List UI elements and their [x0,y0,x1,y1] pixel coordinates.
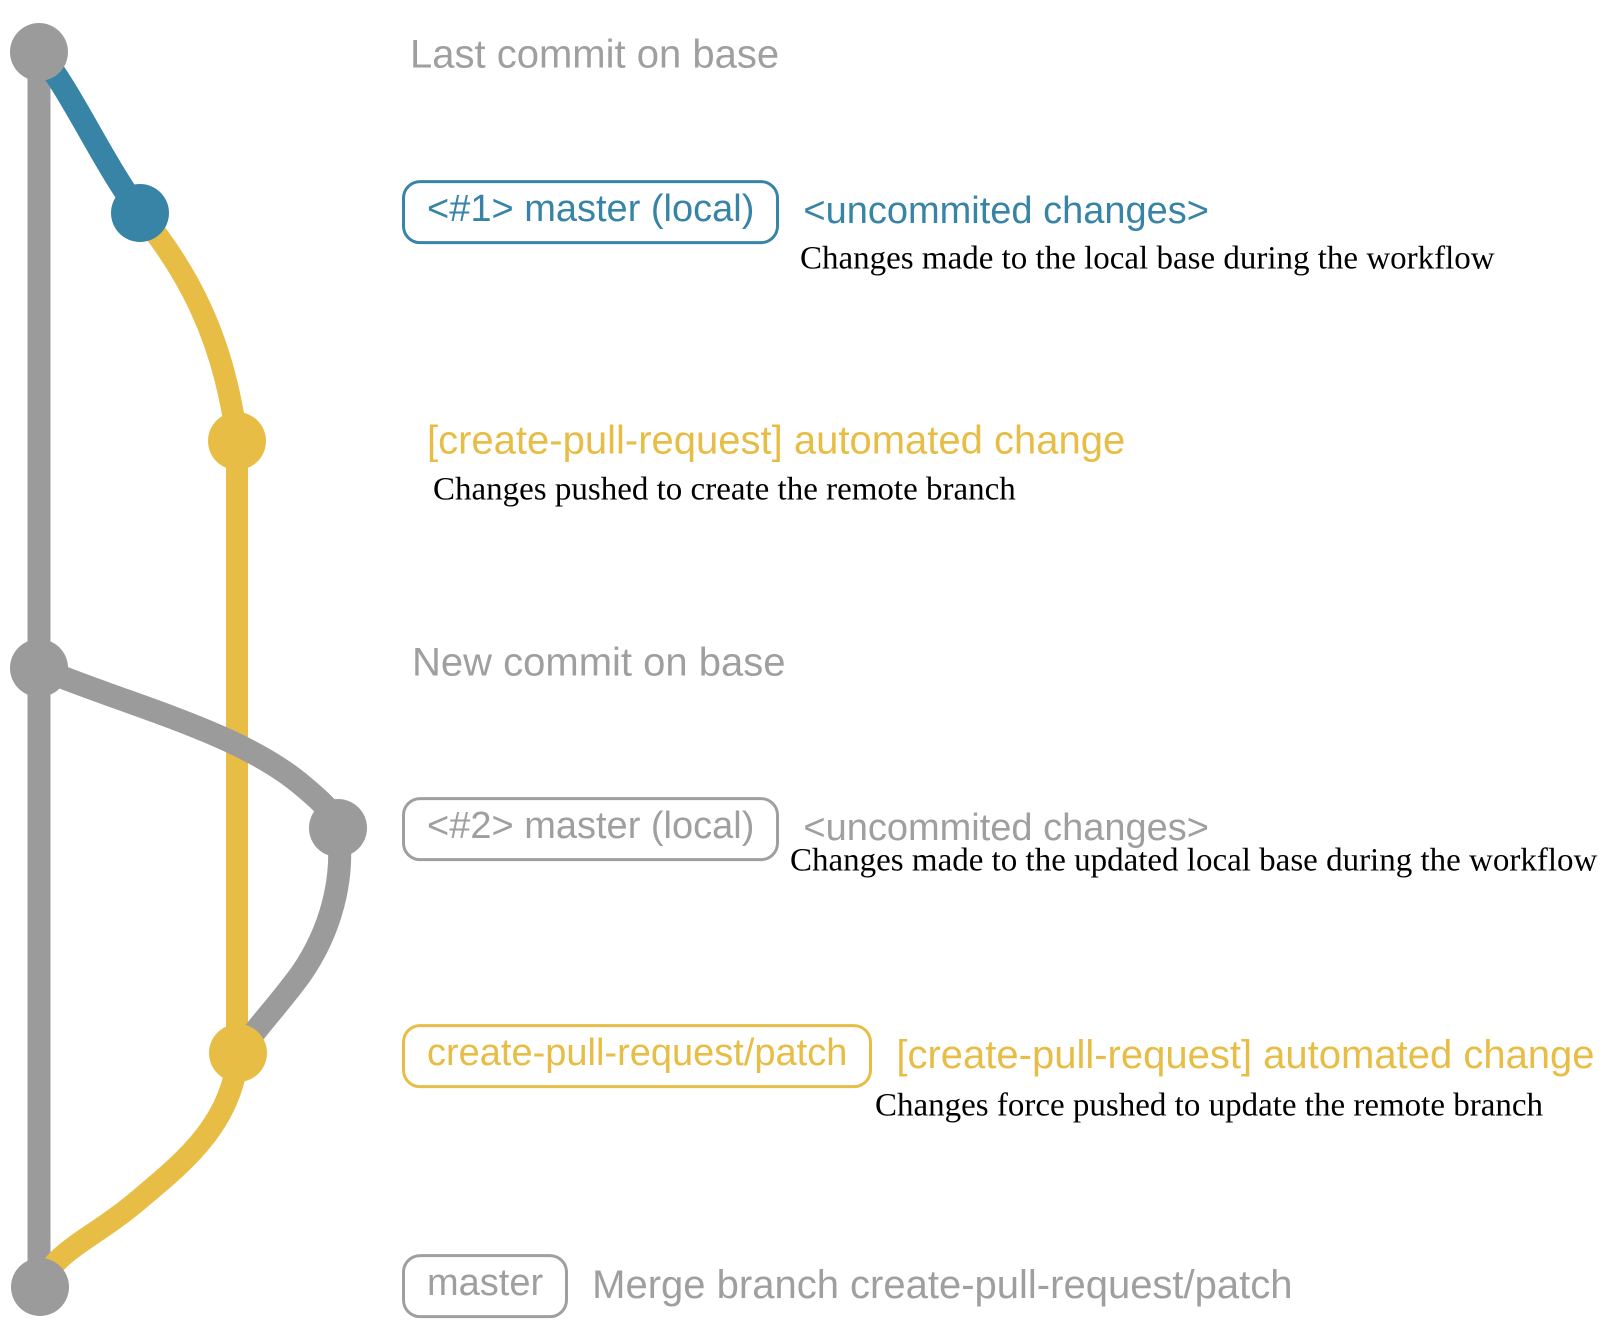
commit-node-merge-commit [11,1258,69,1316]
tag-merge-commit: Merge branch create-pull-request/patch [592,1263,1293,1308]
tag-uncommitted-changes-1: <uncommited changes> [803,190,1209,233]
commit-node-automated-change-2 [209,1024,267,1082]
commit-node-new-commit-on-base [10,639,68,697]
commit-node-uncommitted-changes-2 [309,799,367,857]
desc-uncommitted-changes-2: Changes made to the updated local base d… [790,842,1598,879]
row-master-local-2: <#2> master (local) <uncommited changes> [402,797,1209,861]
git-graph [10,23,367,1316]
commit-node-automated-change-1 [208,412,266,470]
desc-automated-change-1: Changes pushed to create the remote bran… [433,471,1016,508]
tag-uncommitted-changes-2: <uncommited changes> [803,807,1209,850]
row-master-merge: master Merge branch create-pull-request/… [402,1254,1293,1318]
tag-automated-change-2: [create-pull-request] automated change [896,1033,1595,1078]
desc-automated-change-2: Changes force pushed to update the remot… [875,1087,1544,1124]
commit-node-last-commit-on-base [10,23,68,81]
row-patch-branch: create-pull-request/patch [create-pull-r… [402,1024,1595,1088]
patch-merge-curve [30,1051,249,1292]
desc-uncommitted-changes-1: Changes made to the local base during th… [800,240,1495,277]
branch-badge-master-local-2: <#2> master (local) [402,797,780,861]
label-automated-change-1: [create-pull-request] automated change [427,418,1126,463]
label-new-commit-on-base: New commit on base [412,640,786,685]
row-master-local-1: <#1> master (local) <uncommited changes> [402,180,1209,244]
commit-node-uncommitted-changes-1 [111,184,169,242]
patch-branch-line [131,206,248,1053]
branch-badge-master-local-1: <#1> master (local) [402,180,780,244]
rebased-local-branch-curve [34,657,352,1058]
branch-badge-master: master [402,1254,569,1318]
branch-badge-patch: create-pull-request/patch [402,1024,873,1088]
label-last-commit-on-base: Last commit on base [410,32,780,77]
